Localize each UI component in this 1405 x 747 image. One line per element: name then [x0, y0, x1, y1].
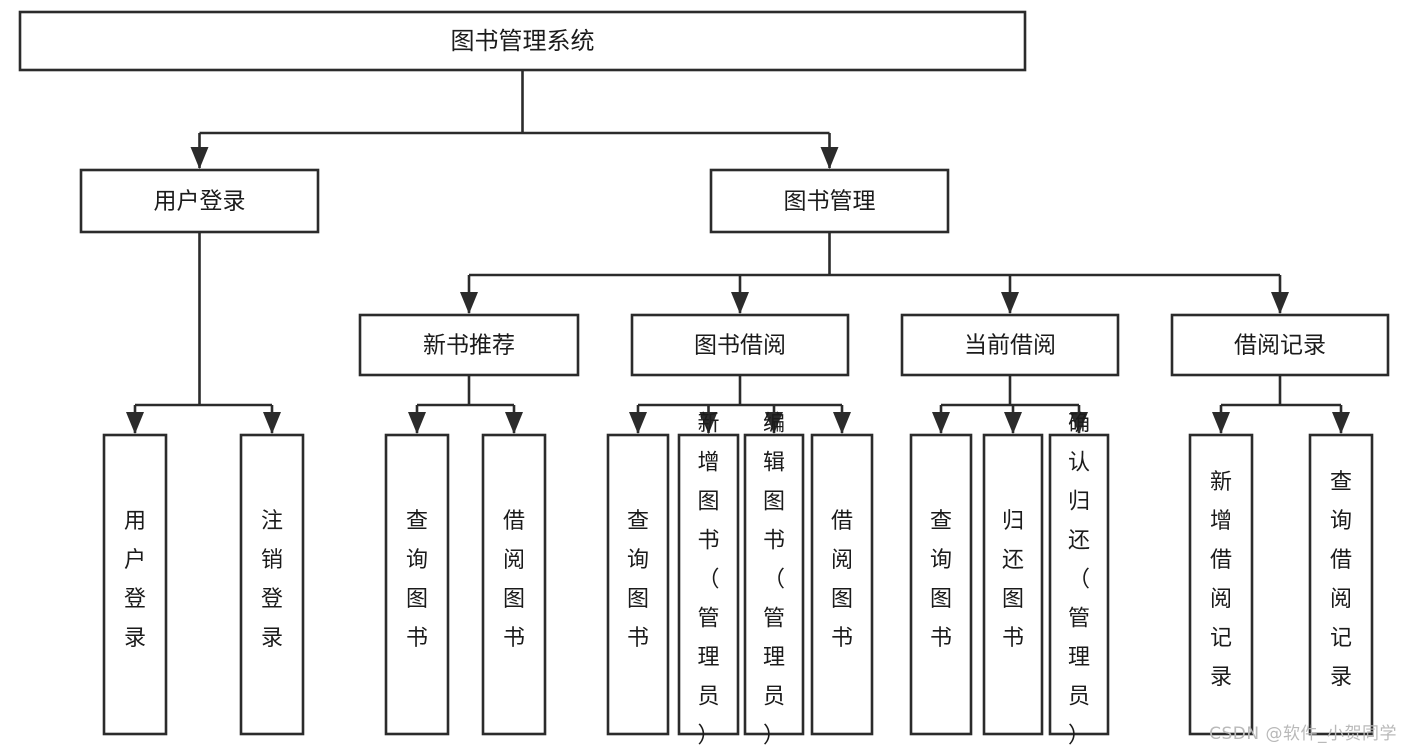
arrow-head-icon — [820, 147, 839, 169]
arrow-head-icon — [932, 412, 950, 434]
leaf-box — [1188, 433, 1254, 736]
arrow-head-icon — [699, 412, 718, 434]
leaf-box — [384, 433, 450, 736]
leaf-label: 用户登录 — [124, 509, 146, 651]
boxes-layer: 图书管理系统用户登录图书管理新书推荐图书借阅当前借阅借阅记录用户登录注销登录查询… — [18, 10, 1390, 747]
leaf-box — [909, 433, 973, 736]
node-level3[interactable]: 当前借阅 — [900, 313, 1120, 377]
node-level2[interactable]: 用户登录 — [79, 168, 320, 234]
leaf-label: 查询图书 — [930, 509, 952, 651]
connectors-layer — [126, 70, 1350, 434]
arrow-head-icon — [460, 292, 478, 314]
leaf-node[interactable]: 查询图书 — [909, 433, 973, 736]
arrow-head-icon — [731, 292, 749, 314]
leaf-node[interactable]: 注销登录 — [239, 433, 305, 736]
leaf-box — [810, 433, 874, 736]
node-label: 图书管理系统 — [451, 27, 595, 55]
leaf-box — [1308, 433, 1374, 736]
arrow-head-icon — [190, 147, 209, 169]
node-label: 借阅记录 — [1234, 333, 1326, 359]
leaf-label: 确认归还（管理员） — [1068, 412, 1090, 747]
node-box — [630, 313, 850, 377]
leaf-label: 查询图书 — [627, 509, 649, 651]
arrow-head-icon — [1271, 292, 1289, 314]
node-box — [18, 10, 1027, 72]
node-label: 用户登录 — [154, 189, 246, 215]
arrow-head-icon — [1070, 412, 1088, 434]
leaf-label: 注销登录 — [261, 509, 283, 651]
leaf-box — [239, 433, 305, 736]
leaf-node[interactable]: 查询图书 — [384, 433, 450, 736]
leaf-node[interactable]: 确认归还（管理员） — [1048, 412, 1110, 747]
arrow-head-icon — [505, 412, 523, 434]
arrow-head-icon — [833, 412, 851, 434]
arrow-head-icon — [1001, 292, 1019, 314]
leaf-node[interactable]: 编辑图书（管理员） — [743, 412, 805, 747]
node-box — [1170, 313, 1390, 377]
leaf-node[interactable]: 借阅图书 — [481, 433, 547, 736]
leaf-label: 编辑图书（管理员） — [763, 412, 785, 747]
node-box — [709, 168, 950, 234]
leaf-node[interactable]: 查询借阅记录 — [1308, 433, 1374, 736]
arrow-head-icon — [1004, 412, 1022, 434]
leaf-label: 新增图书（管理员） — [697, 412, 719, 747]
node-box — [900, 313, 1120, 377]
node-level3[interactable]: 新书推荐 — [358, 313, 580, 377]
leaf-label: 归还图书 — [1002, 509, 1024, 651]
leaf-node[interactable]: 归还图书 — [982, 433, 1044, 736]
node-label: 新书推荐 — [423, 333, 515, 359]
arrow-head-icon — [1332, 412, 1350, 434]
arrow-head-icon — [1212, 412, 1230, 434]
node-box — [358, 313, 580, 377]
node-label: 当前借阅 — [964, 333, 1056, 359]
leaf-label: 借阅图书 — [831, 509, 853, 651]
leaf-node[interactable]: 查询图书 — [606, 433, 670, 736]
leaf-node[interactable]: 新增图书（管理员） — [677, 412, 740, 747]
node-label: 图书管理 — [784, 189, 876, 215]
leaf-box — [102, 433, 168, 736]
leaf-box — [481, 433, 547, 736]
node-label: 图书借阅 — [694, 333, 786, 359]
leaf-node[interactable]: 新增借阅记录 — [1188, 433, 1254, 736]
arrow-head-icon — [765, 412, 783, 434]
node-level3[interactable]: 借阅记录 — [1170, 313, 1390, 377]
node-level2[interactable]: 图书管理 — [709, 168, 950, 234]
arrow-head-icon — [263, 412, 281, 434]
leaf-label: 查询图书 — [406, 509, 428, 651]
leaf-label: 新增借阅记录 — [1210, 470, 1232, 690]
arrow-head-icon — [629, 412, 647, 434]
watermark-text: CSDN @软件_小贺同学 — [1209, 724, 1397, 744]
arrow-head-icon — [408, 412, 426, 434]
leaf-label: 查询借阅记录 — [1330, 470, 1352, 690]
leaf-box — [982, 433, 1044, 736]
leaf-box — [677, 433, 740, 736]
leaf-label: 借阅图书 — [503, 509, 525, 651]
leaf-box — [1048, 433, 1110, 736]
arrow-head-icon — [126, 412, 144, 434]
leaf-node[interactable]: 借阅图书 — [810, 433, 874, 736]
node-level3[interactable]: 图书借阅 — [630, 313, 850, 377]
leaf-box — [743, 433, 805, 736]
node-root[interactable]: 图书管理系统 — [18, 10, 1027, 72]
leaf-node[interactable]: 用户登录 — [102, 433, 168, 736]
leaf-box — [606, 433, 670, 736]
node-box — [79, 168, 320, 234]
